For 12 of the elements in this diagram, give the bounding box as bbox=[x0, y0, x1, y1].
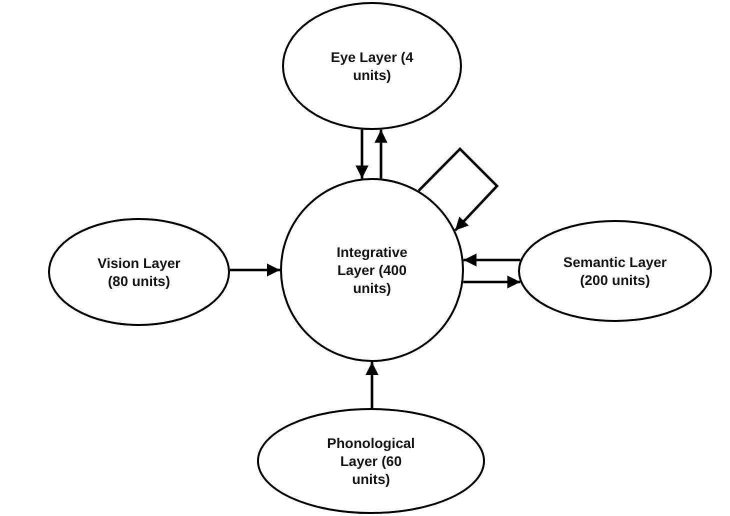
arrow bbox=[374, 130, 388, 178]
arrow bbox=[418, 147, 499, 232]
arrow bbox=[356, 130, 368, 178]
arrow bbox=[366, 362, 378, 408]
layer-label: Semantic Layer (200 units) bbox=[562, 252, 668, 290]
layer-label: Phonological Layer (60 units) bbox=[326, 434, 416, 488]
layer-label: Vision Layer (80 units) bbox=[96, 254, 182, 290]
arrow bbox=[230, 264, 280, 276]
arrow bbox=[464, 254, 520, 266]
layer-label: Eye Layer (4 units) bbox=[330, 48, 414, 84]
layer-label: Integrative Layer (400 units) bbox=[336, 242, 408, 298]
arrow bbox=[463, 276, 520, 288]
